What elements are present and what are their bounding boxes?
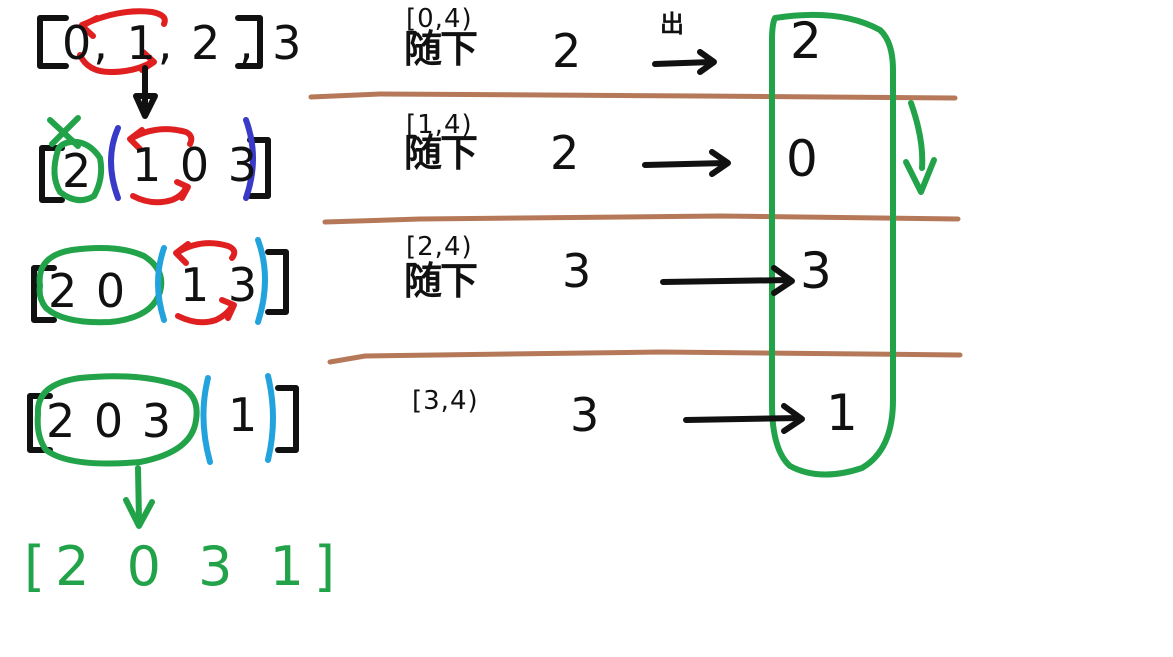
step1-blue-parens	[108, 117, 256, 201]
row-2-cjk-label: 随下	[404, 131, 478, 175]
output-green-capsule	[769, 11, 896, 478]
row-4-interval: [3,4)	[412, 386, 479, 416]
step1-red-swap-loop	[127, 126, 195, 206]
step1-array-content: 1 0 3	[132, 138, 260, 192]
step0-brackets	[37, 15, 263, 69]
row-4-pick-value: 3	[570, 388, 600, 442]
step1-check-cross	[47, 115, 81, 149]
table-separator-rules	[308, 91, 963, 365]
row-1-output-value: 2	[790, 12, 822, 70]
rule-3	[327, 349, 963, 365]
step0-arrow-head	[133, 93, 158, 119]
step2-fixed-prefix: 2 0	[48, 264, 128, 318]
step3-cyan-parens	[200, 373, 276, 465]
row-2-interval: [1,4)	[406, 110, 473, 140]
row-arrow-4	[683, 403, 805, 434]
output-flow-arrow	[908, 100, 926, 171]
rule-1	[308, 91, 958, 101]
row-2-output-value: 0	[786, 130, 818, 188]
row-1-cjk-label: 随下	[404, 27, 478, 71]
step3-fixed-circle	[34, 373, 200, 467]
row-2-pick-value: 2	[550, 126, 580, 180]
row-3-interval: [2,4)	[406, 232, 473, 262]
row-3-pick-value: 3	[562, 244, 592, 298]
step3-arrow-head	[123, 497, 155, 529]
row-4-output-value: 1	[826, 384, 858, 442]
step3-array-content: 1	[228, 388, 260, 442]
row-1-interval: [0,4)	[406, 4, 473, 34]
step2-red-swap-loop	[173, 240, 238, 326]
row-arrow-1	[652, 49, 717, 75]
row-3-output-value: 3	[800, 242, 832, 300]
final-result-array: [2 0 3 1]	[24, 535, 346, 598]
step3-fixed-prefix: 2 0 3	[46, 394, 174, 448]
step3-to-result-arrow	[135, 465, 142, 523]
row-1-pick-value: 2	[552, 24, 582, 78]
step0-array-content: 0, 1, 2 , 3	[62, 16, 304, 70]
output-note-character: 出	[660, 10, 684, 38]
step1-fixed-prefix: 2	[62, 144, 94, 198]
row-arrow-2	[642, 149, 731, 177]
row-arrow-3	[660, 265, 795, 296]
step1-fixed-circle	[51, 138, 105, 204]
output-flow-arrow-head	[903, 157, 937, 195]
step2-cyan-parens	[155, 237, 268, 325]
step2-array-content: 1 3	[180, 258, 260, 312]
row-3-cjk-label: 随下	[404, 259, 478, 303]
rule-2	[322, 213, 961, 225]
